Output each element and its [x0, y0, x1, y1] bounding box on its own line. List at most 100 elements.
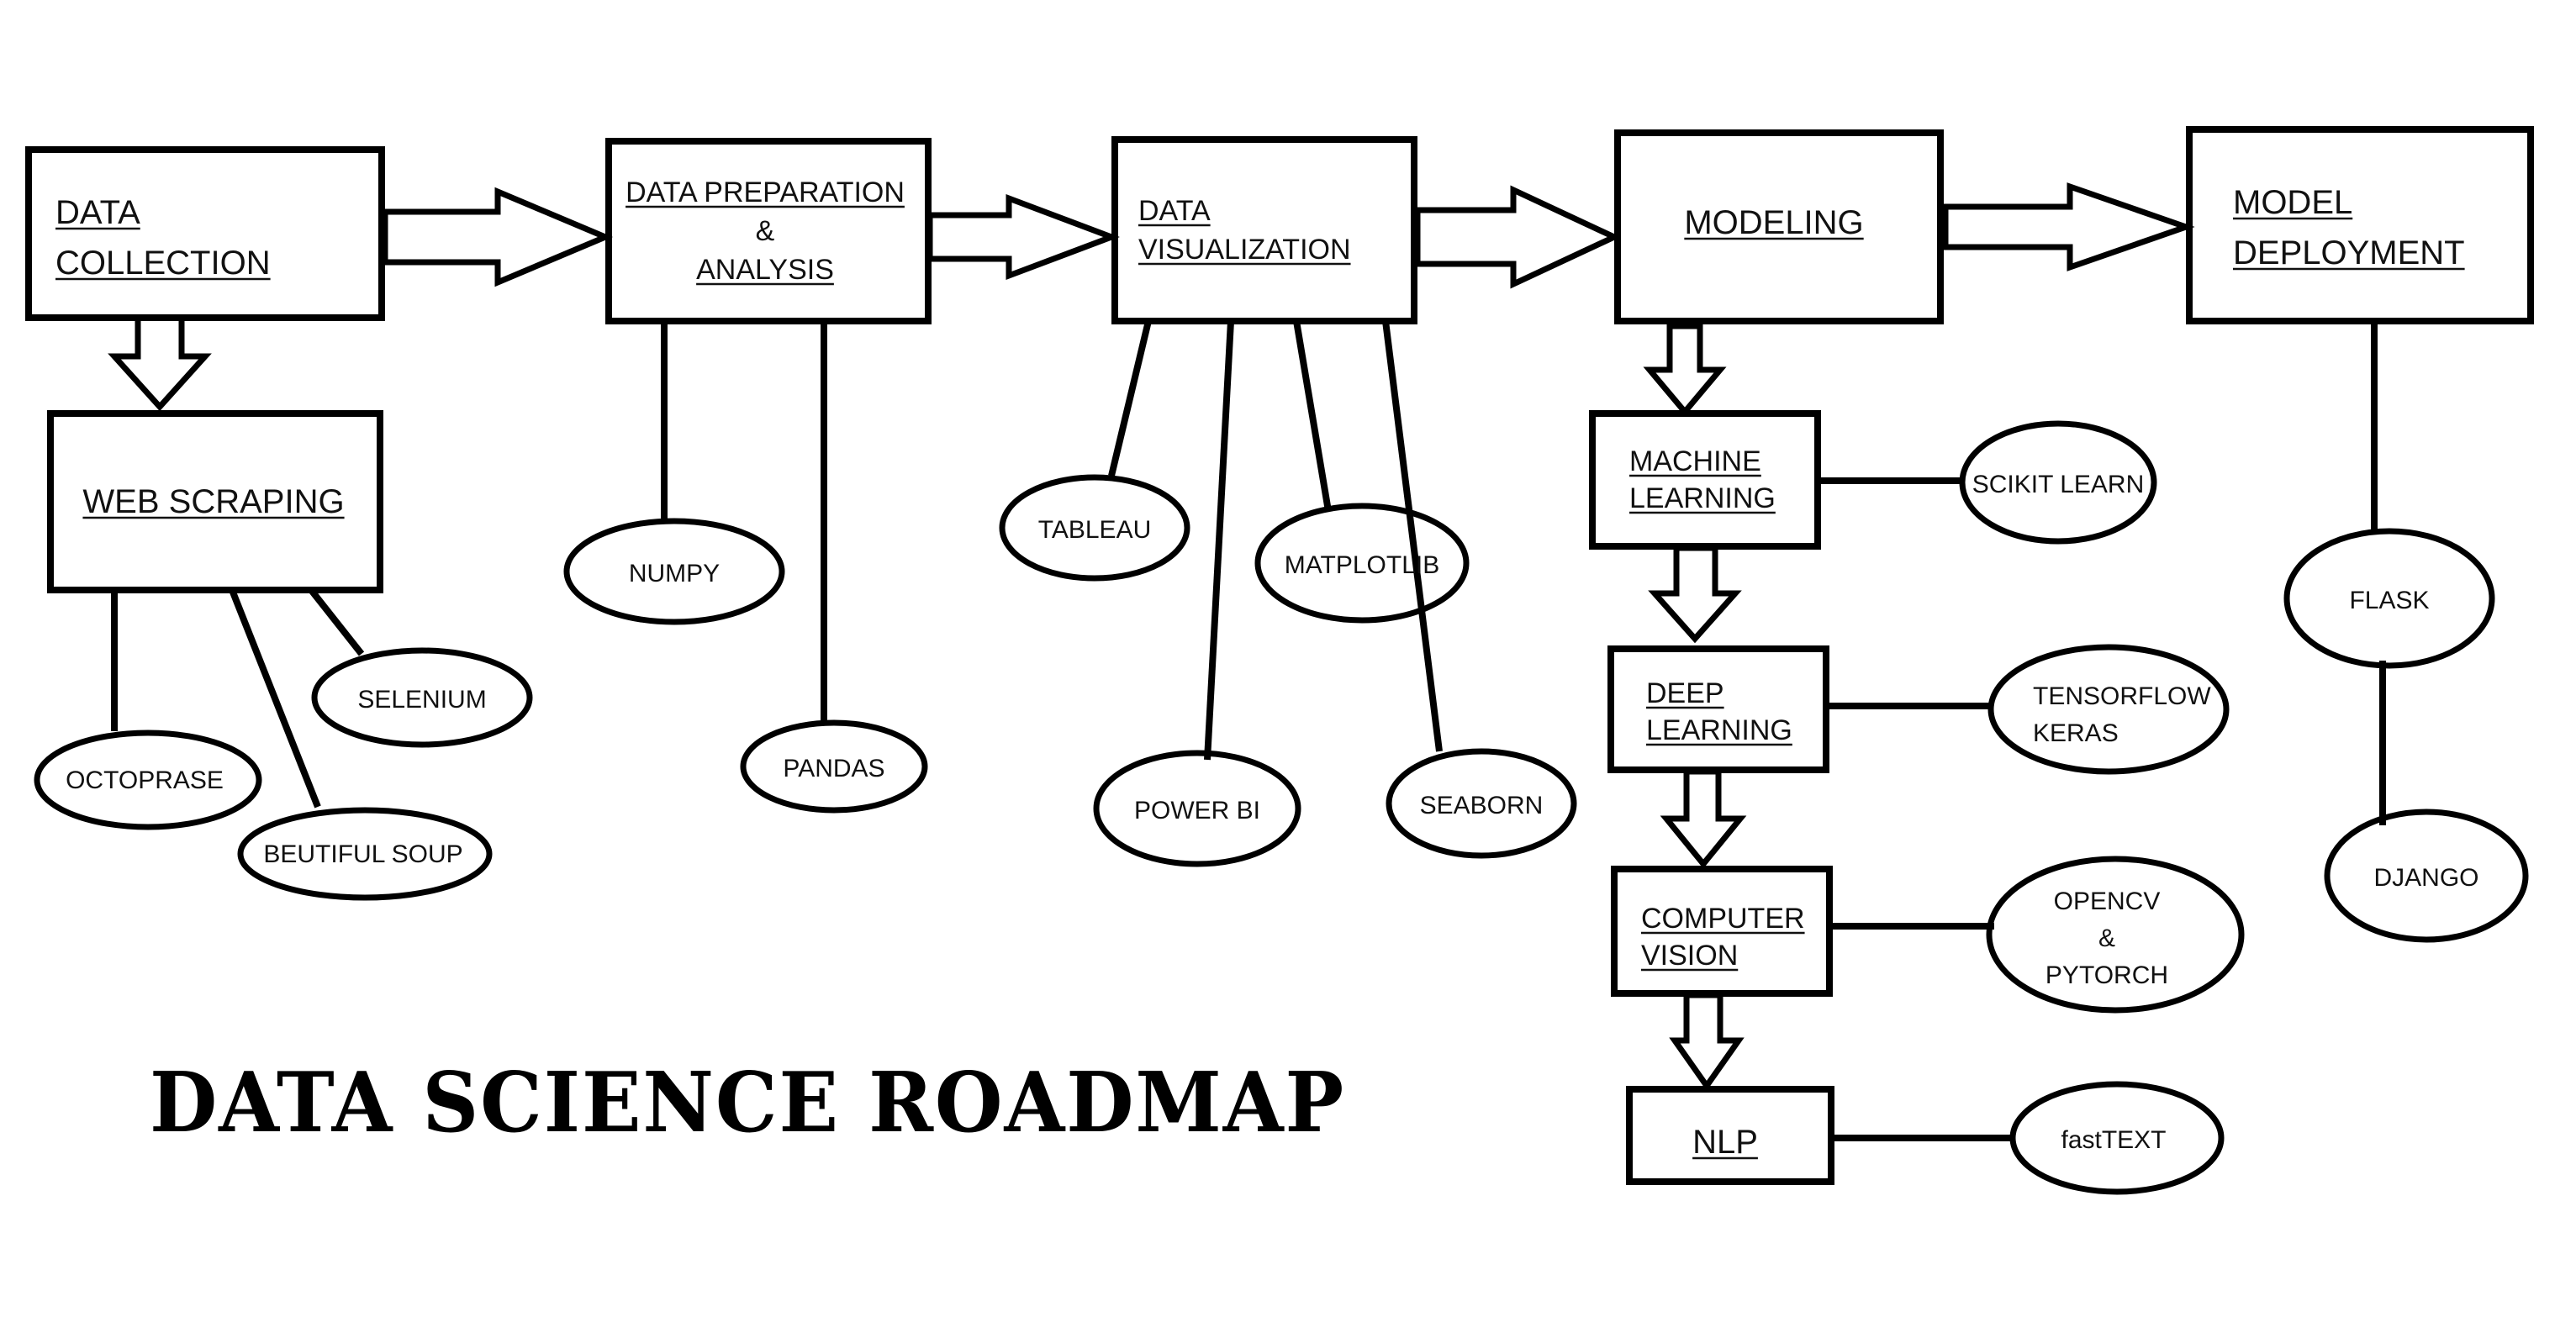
tool-labels: OCTOPRASE BEUTIFUL SOUP SELENIUM NUMPY P… — [66, 471, 2478, 1154]
label-data-visualization-line-0: DATA — [1138, 195, 1211, 227]
label-fasttext: fastTEXT — [2061, 1126, 2166, 1154]
ellipse-django — [2324, 809, 2529, 943]
label-matplotlib: MATPLOTLIB — [1285, 551, 1439, 579]
label-nlp-line-0: NLP — [1692, 1124, 1758, 1161]
connector-tableau — [1108, 320, 1152, 477]
label-numpy-line-0: NUMPY — [629, 560, 720, 587]
label-data-visualization: DATA VISUALIZATION — [1138, 195, 1351, 266]
box-machine-learning — [1589, 410, 1821, 550]
label-deep-learning-line-1: LEARNING — [1646, 714, 1792, 746]
label-seaborn: SEABORN — [1420, 792, 1544, 819]
label-matplotlib-line-0: MATPLOTLIB — [1285, 551, 1439, 579]
ellipse-beutiful-soup — [237, 807, 493, 901]
label-numpy: NUMPY — [629, 560, 720, 587]
connector-power-bi — [1204, 320, 1234, 761]
ellipse-scikit-learn — [1959, 420, 2157, 545]
label-model-deployment-line-0: MODEL — [2233, 184, 2352, 221]
label-octoprase: OCTOPRASE — [66, 766, 224, 794]
arrow-visualization-to-modeling — [1414, 185, 1622, 289]
label-beutiful-soup-line-0: BEUTIFUL SOUP — [263, 840, 462, 868]
label-power-bi: POWER BI — [1134, 797, 1260, 824]
label-pandas: PANDAS — [783, 755, 884, 782]
label-seaborn-line-0: SEABORN — [1420, 792, 1544, 819]
label-data-preparation-line-0: DATA PREPARATION — [626, 176, 905, 208]
box-computer-vision — [1611, 866, 1833, 997]
ellipse-flask — [2283, 528, 2495, 669]
label-model-deployment-line-1: DEPLOYMENT — [2233, 234, 2465, 271]
connector-seaborn — [1382, 320, 1443, 752]
flow-arrows — [108, 182, 2195, 1092]
label-fasttext-line-0: fastTEXT — [2061, 1126, 2166, 1154]
label-octoprase-line-0: OCTOPRASE — [66, 766, 224, 794]
ellipse-pandas — [740, 719, 928, 814]
label-model-deployment: MODEL DEPLOYMENT — [2233, 184, 2465, 271]
box-nlp — [1626, 1086, 1834, 1185]
label-modeling: MODELING — [1684, 204, 1863, 241]
label-data-collection-line-0: DATA — [55, 194, 140, 231]
label-selenium: SELENIUM — [357, 686, 486, 714]
box-modeling — [1614, 129, 1944, 324]
box-data-visualization — [1111, 136, 1417, 324]
label-data-preparation-line-2: ANALYSIS — [696, 254, 834, 286]
arrow-modeling-to-deployment — [1942, 182, 2195, 271]
label-modeling-line-0: MODELING — [1684, 204, 1863, 241]
box-web-scraping — [47, 410, 383, 593]
label-django-line-0: DJANGO — [2373, 864, 2478, 892]
label-web-scraping-line-0: WEB SCRAPING — [82, 483, 344, 520]
arrow-preparation-to-visualization — [926, 193, 1120, 281]
arrow-cv-to-nlp — [1669, 992, 1745, 1092]
label-data-collection: DATA COLLECTION — [55, 194, 271, 282]
label-data-preparation: DATA PREPARATION & ANALYSIS — [626, 176, 905, 286]
label-nlp: NLP — [1692, 1124, 1758, 1161]
ellipse-tableau — [999, 474, 1190, 582]
box-data-preparation — [605, 138, 932, 324]
label-web-scraping: WEB SCRAPING — [82, 483, 344, 520]
label-opencv-pytorch-line-1: & — [2098, 924, 2115, 952]
stage-boxes — [25, 126, 2534, 1185]
box-deep-learning — [1607, 645, 1829, 773]
label-opencv-pytorch-line-0: OPENCV — [2054, 888, 2161, 915]
label-machine-learning-line-0: MACHINE — [1629, 445, 1761, 477]
label-selenium-line-0: SELENIUM — [357, 686, 486, 714]
label-power-bi-line-0: POWER BI — [1134, 797, 1260, 824]
ellipse-tensorflow-keras — [1987, 644, 2230, 775]
arrow-ml-to-deep-learning — [1648, 545, 1742, 644]
box-data-collection — [25, 146, 385, 321]
roadmap-title: DATA SCIENCE ROADMAP — [150, 1055, 1345, 1151]
label-data-preparation-line-1: & — [756, 215, 775, 247]
label-data-visualization-line-1: VISUALIZATION — [1138, 234, 1351, 266]
connector-matplotlib — [1293, 320, 1332, 512]
ellipse-selenium — [311, 647, 533, 748]
ellipse-power-bi — [1093, 750, 1301, 867]
label-tensorflow-keras-line-1: KERAS — [2033, 719, 2119, 747]
label-tensorflow-keras: TENSORFLOW KERAS — [2033, 682, 2211, 747]
box-model-deployment — [2186, 126, 2534, 324]
label-flask: FLASK — [2349, 587, 2429, 614]
label-scikit-learn-line-0: SCIKIT LEARN — [1972, 471, 2145, 498]
label-tensorflow-keras-line-0: TENSORFLOW — [2033, 682, 2211, 710]
label-deep-learning-line-0: DEEP — [1646, 677, 1724, 709]
label-beutiful-soup: BEUTIFUL SOUP — [263, 840, 462, 868]
ellipse-octoprase — [34, 730, 262, 830]
label-computer-vision-line-0: COMPUTER — [1641, 903, 1805, 935]
label-tableau: TABLEAU — [1038, 516, 1152, 544]
label-scikit-learn: SCIKIT LEARN — [1972, 471, 2145, 498]
label-pandas-line-0: PANDAS — [783, 755, 884, 782]
arrow-collection-to-web-scraping — [108, 314, 212, 412]
label-machine-learning: MACHINE LEARNING — [1629, 445, 1776, 514]
connector-selenium — [308, 587, 365, 656]
label-opencv-pytorch-line-2: PYTORCH — [2045, 961, 2168, 989]
connector-lines — [111, 320, 2386, 1141]
label-machine-learning-line-1: LEARNING — [1629, 482, 1776, 514]
ellipse-opencv-pytorch — [1986, 856, 2245, 1014]
label-underlines — [55, 205, 2465, 1160]
stage-labels: DATA COLLECTION DATA PREPARATION & ANALYSIS… — [55, 176, 2465, 1161]
label-data-collection-line-1: COLLECTION — [55, 245, 271, 282]
label-opencv-pytorch: OPENCV & PYTORCH — [2045, 888, 2168, 989]
arrow-collection-to-preparation — [382, 187, 614, 287]
label-flask-line-0: FLASK — [2349, 587, 2429, 614]
arrow-dl-to-computer-vision — [1660, 768, 1747, 869]
ellipse-numpy — [563, 518, 785, 625]
